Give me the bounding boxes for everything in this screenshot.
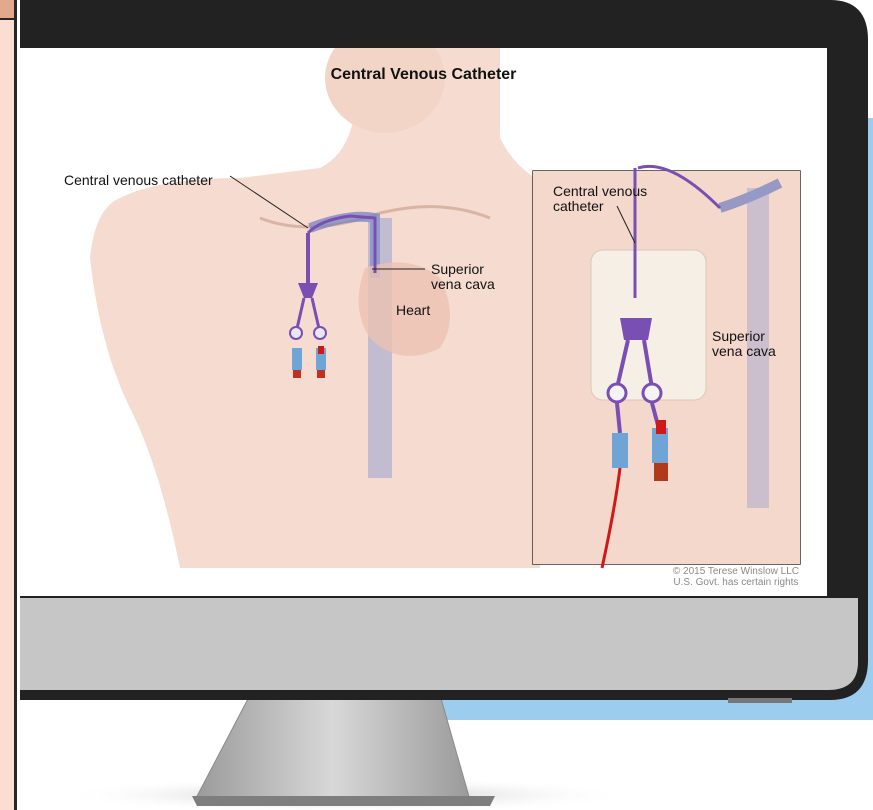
lumen-cap-blue [292,348,302,370]
clamp-right [314,327,326,339]
copyright-credit: © 2015 Terese Winslow LLC U.S. Govt. has… [673,566,799,588]
monitor-screen: Central Venous Catheter Central venous c… [20,48,827,596]
torso-shape [90,48,560,568]
credit-line2: U.S. Govt. has certain rights [673,577,799,588]
inset-clamp-left [608,384,626,402]
lumen-red-band [318,346,324,354]
monitor-stand [195,695,470,800]
label-heart: Heart [396,303,430,318]
lumen-tip-left [293,370,301,378]
label-vena-cava-line2: vena cava [431,277,495,292]
inset-label-superior: Superior [712,329,765,344]
stand-base [192,796,495,806]
inset-label-catheter-line1: Central venous [553,184,647,199]
inset-lumen-tip [654,463,668,481]
inset-hub [620,318,652,340]
inset-lumen-blue-left [612,433,628,468]
inset-label-catheter-line2: catheter [553,199,604,214]
chin-notch [728,698,792,703]
inset-clamp-right [643,384,661,402]
illustration-title: Central Venous Catheter [20,66,827,84]
catheter-illustration [20,48,827,596]
label-central-venous-catheter: Central venous catheter [64,173,213,188]
inset-label-vena-cava: vena cava [712,344,776,359]
monitor-chin [20,598,858,690]
label-superior-line1: Superior [431,262,484,277]
credit-line1: © 2015 Terese Winslow LLC [673,566,799,577]
clamp-left [290,327,302,339]
